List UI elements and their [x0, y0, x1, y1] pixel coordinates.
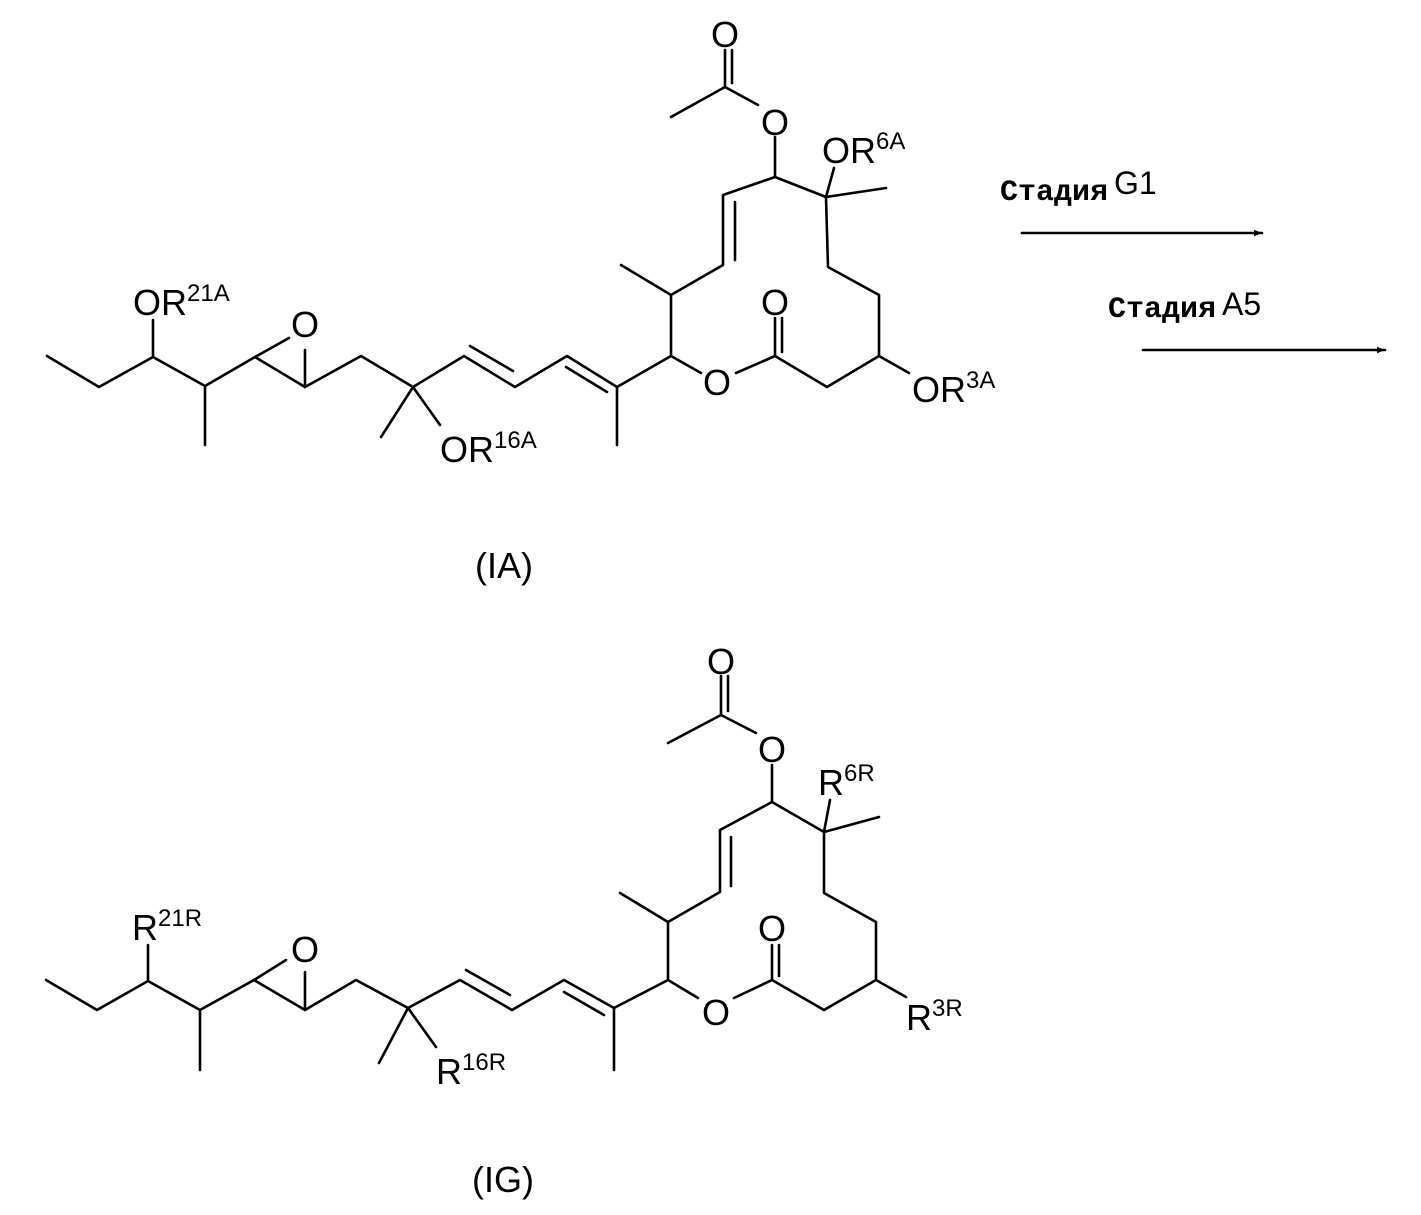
ig-acetyl-oxygen: O: [707, 641, 735, 682]
ig-compound-label: (IG): [472, 1159, 534, 1200]
ia-compound-label: (IA): [475, 545, 533, 586]
ig-c3-r-bond: [876, 980, 906, 997]
ig-main-chain: [46, 980, 698, 1010]
ia-substituent-or6a: OR6A: [822, 128, 905, 171]
ig-methyl: [379, 1008, 408, 1063]
ia-substituent-or3a: OR3A: [912, 367, 995, 410]
ig-carbonyl-oxygen: O: [758, 908, 786, 949]
ig-methyl: [824, 817, 879, 832]
ia-carbonyl-oxygen: O: [761, 282, 789, 323]
ig-substituent-r3r: R3R: [906, 995, 963, 1038]
ia-substituent-or21a: OR21A: [133, 280, 230, 323]
ia-ring-oxygen: O: [703, 362, 731, 403]
ig-ester-oxygen: O: [758, 729, 786, 770]
ia-double-bond: [470, 346, 513, 371]
step-a5-label: СтадияA5: [1108, 286, 1261, 327]
ia-main-chain: [47, 356, 701, 387]
ig-substituent-r6r: R6R: [818, 760, 875, 803]
ig-methyl: [620, 893, 668, 922]
ia-epoxide-bond: [255, 338, 289, 357]
ig-double-bond: [466, 970, 510, 995]
ia-epoxide-oxygen: O: [291, 304, 319, 345]
ia-acetyl-oxygen: O: [711, 14, 739, 55]
ig-epoxide-oxygen: O: [291, 929, 319, 970]
ia-methyl: [381, 387, 413, 437]
ig-acetyl: [668, 715, 756, 743]
ig-c16-r-bond: [408, 1008, 436, 1047]
ia-acetyl: [671, 87, 758, 117]
ig-ring-oxygen: O: [702, 992, 730, 1033]
ig-substituent-r21r: R21R: [132, 905, 202, 948]
ia-double-bond: [566, 367, 607, 392]
ig-epoxide-bond: [254, 960, 286, 980]
ia-c16-o-bond: [413, 387, 440, 425]
reaction-steps: СтадияG1 СтадияA5: [1000, 165, 1385, 350]
ig-double-bond: [564, 992, 604, 1015]
ia-methyl: [621, 265, 671, 295]
ig-c6-r-bond: [824, 800, 830, 832]
compound-ia-structure: O O O O O OR21A OR16A OR6A OR3A (IA): [47, 14, 995, 586]
ia-c6-o-bond: [826, 168, 834, 197]
compound-ig-structure: O O O O O R21R R16R R6R R3R (IG): [46, 641, 963, 1200]
ia-ester-oxygen: O: [761, 102, 789, 143]
ia-substituent-or16a: OR16A: [440, 427, 537, 470]
ig-substituent-r16r: R16R: [436, 1049, 506, 1092]
ia-c3-o-bond: [879, 356, 909, 373]
ia-methyl: [826, 188, 886, 197]
step-g1-label: СтадияG1: [1000, 165, 1157, 210]
